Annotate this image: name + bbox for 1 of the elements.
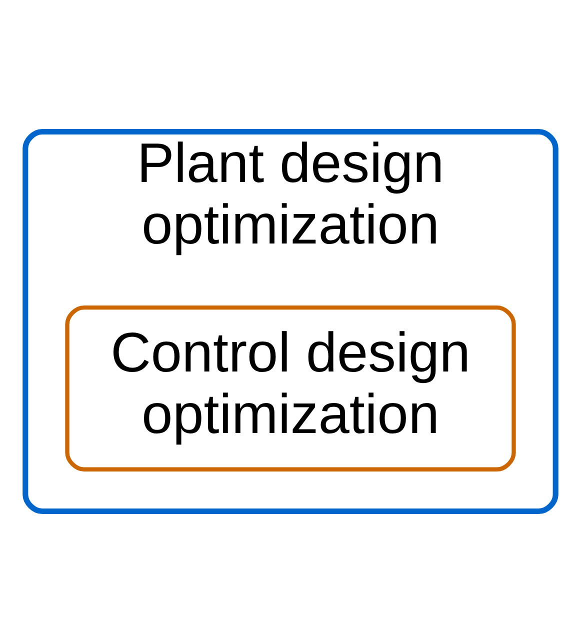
node-box: Control design optimization [65, 304, 516, 471]
